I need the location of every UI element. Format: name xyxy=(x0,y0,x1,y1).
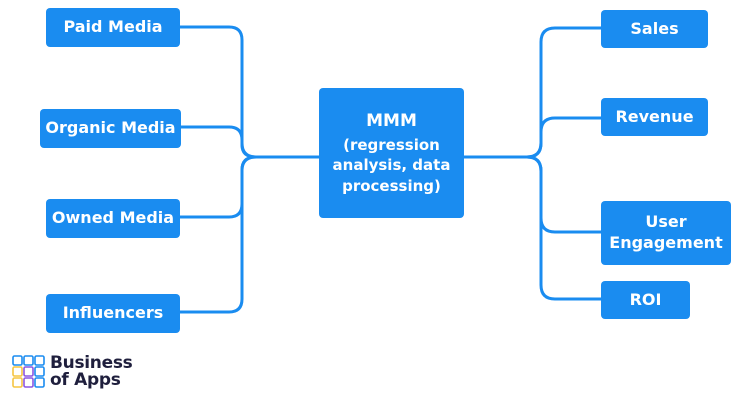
node-sales: Sales xyxy=(601,10,708,48)
node-label: Organic Media xyxy=(45,118,176,138)
connector-paid-media xyxy=(178,25,320,159)
connector-influencers xyxy=(178,155,320,314)
logo-grid-square xyxy=(12,366,23,377)
logo-grid-square xyxy=(12,377,23,388)
node-label: Influencers xyxy=(62,303,164,323)
node-owned-media: Owned Media xyxy=(46,199,180,238)
logo-grid-icon xyxy=(12,355,45,388)
logo-grid-square xyxy=(23,377,34,388)
node-label: Sales xyxy=(630,18,679,38)
node-user-engagement: User Engagement xyxy=(601,201,731,265)
logo-grid-square xyxy=(34,377,45,388)
connector-sales xyxy=(461,26,603,159)
node-label: ROI xyxy=(629,289,662,309)
connector-owned-media xyxy=(178,155,320,219)
logo-grid-square xyxy=(12,355,23,366)
logo-text: Business of Apps xyxy=(50,353,133,390)
logo-grid-square xyxy=(23,366,34,377)
logo-grid-square xyxy=(23,355,34,366)
node-label: Owned Media xyxy=(51,208,175,228)
node-label: Revenue xyxy=(615,106,694,126)
node-label: Paid Media xyxy=(63,17,163,37)
node-influencers: Influencers xyxy=(46,294,180,333)
node-paid-media: Paid Media xyxy=(46,8,180,47)
node-revenue: Revenue xyxy=(601,98,708,136)
connector-revenue xyxy=(461,116,603,159)
business-of-apps-logo: Business of Apps xyxy=(12,353,133,390)
connector-organic-media xyxy=(178,125,320,159)
connector-roi xyxy=(461,155,603,301)
mmm-subtitle: (regression analysis, data processing) xyxy=(332,136,451,195)
connector-user-engagement xyxy=(461,155,603,234)
mmm-title: MMM xyxy=(366,111,417,132)
node-organic-media: Organic Media xyxy=(40,109,181,148)
node-label: User Engagement xyxy=(609,212,723,252)
node-roi: ROI xyxy=(601,281,690,319)
logo-grid-square xyxy=(34,355,45,366)
node-mmm: MMM (regression analysis, data processin… xyxy=(319,88,464,218)
logo-grid-square xyxy=(34,366,45,377)
